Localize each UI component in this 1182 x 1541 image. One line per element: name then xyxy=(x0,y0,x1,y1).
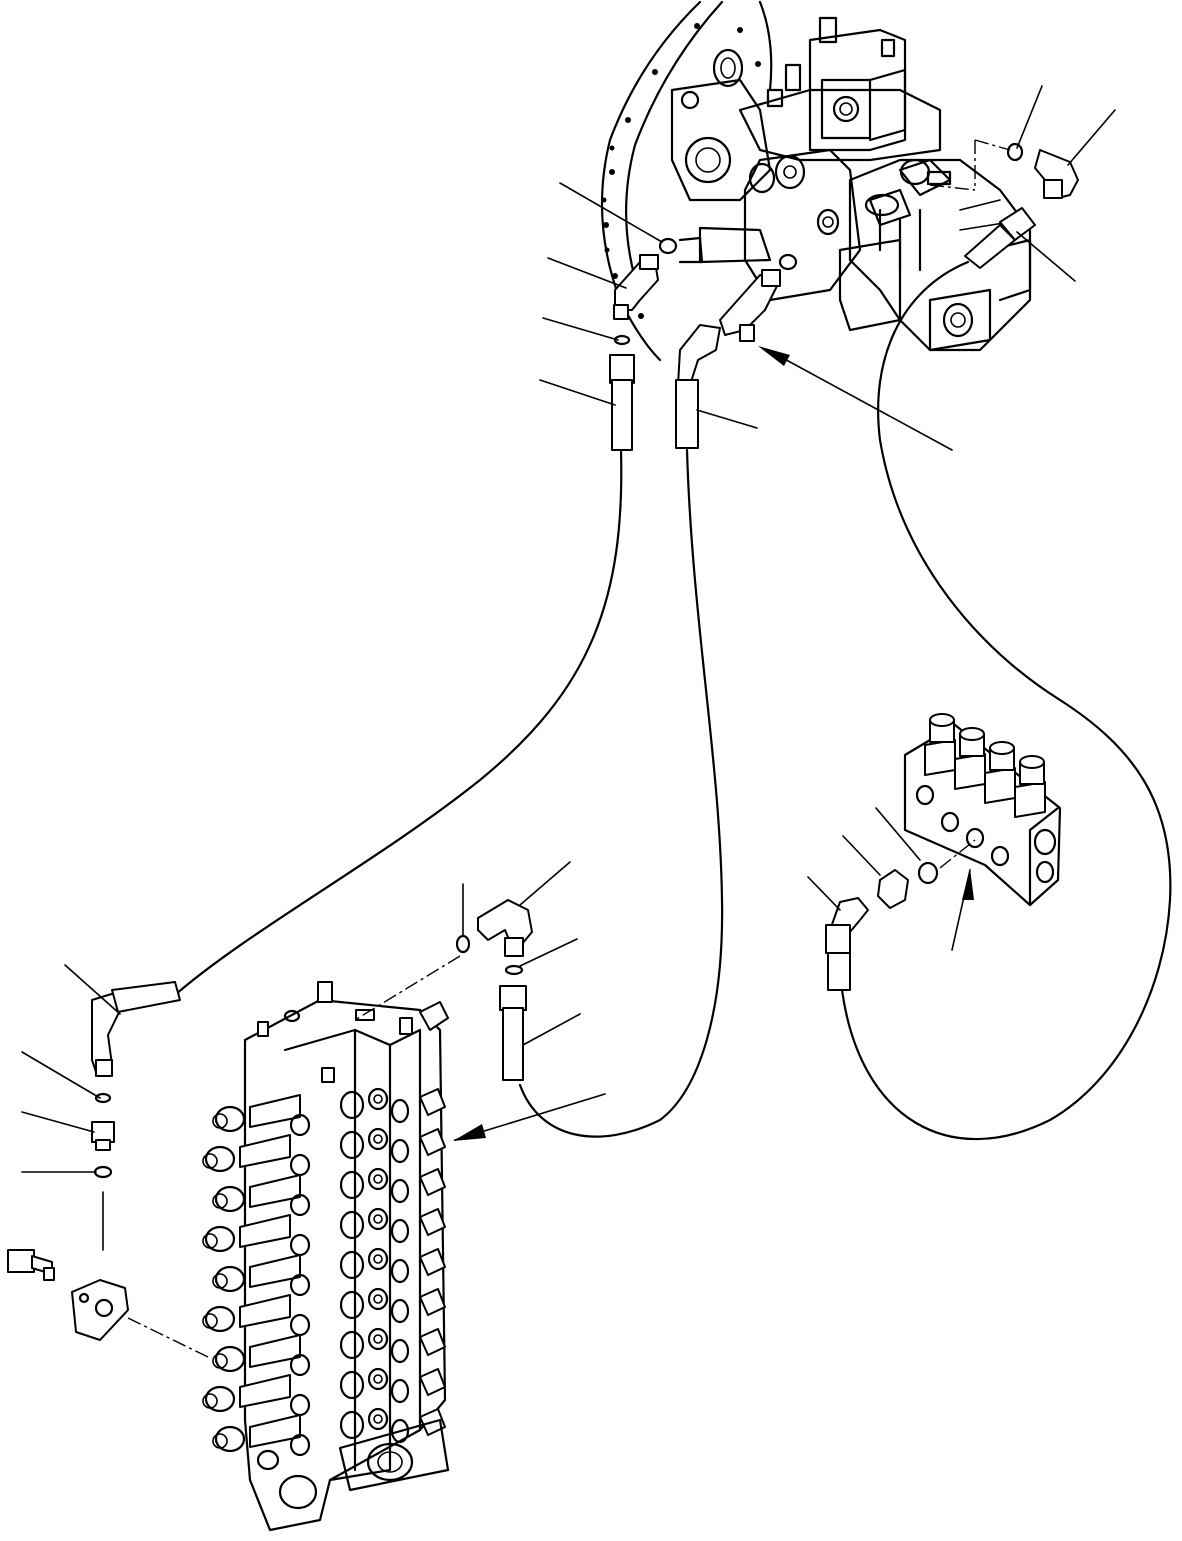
valve-port xyxy=(212,1334,301,1373)
valve-side-port xyxy=(419,1248,446,1276)
valve-port xyxy=(202,1134,291,1173)
hoses xyxy=(173,260,1172,1141)
valve-side-port xyxy=(419,1208,446,1236)
control-valve-fittings xyxy=(7,981,211,1359)
valve-face-port xyxy=(289,1087,410,1137)
hose-1 xyxy=(173,448,623,997)
solenoid-valve xyxy=(825,713,1062,991)
valve-side-port xyxy=(419,1328,446,1356)
valve-port xyxy=(202,1214,291,1253)
solenoid-coil xyxy=(1014,755,1046,818)
valve-face-port xyxy=(289,1127,410,1177)
hose-2 xyxy=(518,448,724,1138)
valve-face-port xyxy=(289,1287,410,1337)
valve-face-port xyxy=(289,1247,410,1297)
solenoid-port xyxy=(915,784,935,806)
valve-side-port xyxy=(419,1128,446,1156)
valve-side-port xyxy=(419,1088,446,1116)
solenoid-coil xyxy=(954,727,986,790)
valve-port xyxy=(202,1374,291,1413)
leader-lines xyxy=(21,85,1116,1173)
valve-elbow xyxy=(354,899,533,1081)
valve-port xyxy=(212,1094,301,1133)
valve-face-port xyxy=(289,1367,410,1417)
solenoid-coil xyxy=(924,713,956,776)
valve-face-port xyxy=(289,1407,410,1457)
pump-fittings xyxy=(609,142,1079,451)
control-valve xyxy=(202,981,450,1532)
valve-face-port xyxy=(289,1207,410,1257)
solenoid-coil xyxy=(984,741,1016,804)
hose-3 xyxy=(840,260,1172,1141)
solenoid-port xyxy=(990,845,1010,867)
valve-face-port xyxy=(289,1327,410,1377)
solenoid-port xyxy=(940,811,960,833)
valve-face-port xyxy=(289,1167,410,1217)
valve-port xyxy=(212,1254,301,1293)
valve-port xyxy=(212,1174,301,1213)
valve-port xyxy=(212,1414,301,1453)
main-pump xyxy=(600,0,1032,362)
valve-port xyxy=(202,1294,291,1333)
valve-side-port xyxy=(419,1368,446,1396)
valve-side-port xyxy=(419,1288,446,1316)
solenoid-port xyxy=(965,827,985,849)
valve-side-port xyxy=(419,1168,446,1196)
